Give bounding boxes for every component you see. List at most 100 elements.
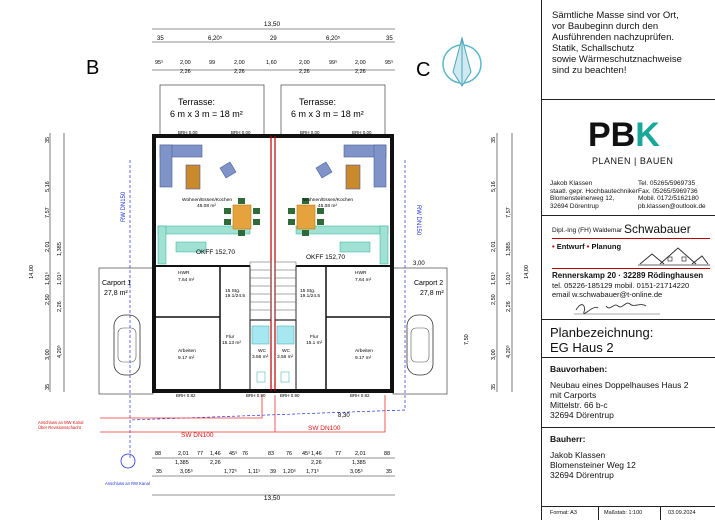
engineer-cell: Dipl.-Ing (FH) Waldemar Schwabauer • Ent… [542,216,715,320]
notice-text: Sämtliche Masse sind vor Ort, vor Baubeg… [552,10,682,76]
svg-text:35: 35 [386,469,392,475]
svg-text:Wohnen/Essen/Kochen: Wohnen/Essen/Kochen [182,197,232,203]
svg-text:1,71⁵: 1,71⁵ [306,468,319,475]
rw-right: RW DN150 [415,205,421,236]
company-cell: PBK PLANEN | BAUEN Jakob Klassen staatl.… [542,100,715,216]
svg-text:27,8 m²: 27,8 m² [104,290,128,297]
svg-text:1,61⁵: 1,61⁵ [490,272,497,285]
svg-text:6 m x 3 m = 18 m²: 6 m x 3 m = 18 m² [291,109,364,119]
client-label: Bauherr: [550,434,586,444]
svg-text:3,00: 3,00 [45,349,51,360]
svg-text:35: 35 [156,469,162,475]
svg-text:WC: WC [258,348,267,354]
okff-right: OKFF 152,70 [306,254,345,261]
svg-text:35: 35 [45,137,51,143]
okff-left: OKFF 152,70 [196,249,235,256]
company-logo: PBK [588,116,660,154]
svg-text:2,26: 2,26 [311,460,322,466]
bottom-dims2: 35 3,05⁵ 1,72⁵ 1,11⁵ 39 1,20⁵ 1,71⁵ 3,05… [156,468,392,475]
svg-text:95⁵: 95⁵ [155,59,163,66]
format: Format: A3 [550,510,577,516]
footer-row: Format: A3 Maßstab: 1:100 03.09.2024 [542,506,715,520]
svg-text:27,8 m²: 27,8 m² [420,290,444,297]
plan-label: Planbezeichnung: [550,325,654,340]
svg-text:2,00: 2,00 [299,60,310,66]
north-arrow-icon [442,36,482,87]
svg-text:1,385: 1,385 [57,242,63,256]
project-lines: Neubau eines Doppelhauses Haus 2 mit Car… [550,380,689,420]
engineer-rule [552,238,710,239]
svg-text:1,11⁵: 1,11⁵ [248,468,261,475]
company-left: Jakob Klassen staatl. gepr. Hochbautechn… [550,180,638,210]
svg-text:3.56 m²: 3.56 m² [277,354,294,360]
svg-text:2,26: 2,26 [506,301,512,312]
svg-text:1,385: 1,385 [175,460,189,466]
top-dimension-lines [49,28,513,496]
svg-text:7.64 m²: 7.64 m² [178,277,195,283]
svg-text:1,385: 1,385 [506,242,512,256]
svg-text:6 m x 3 m = 18 m²: 6 m x 3 m = 18 m² [170,109,243,119]
anschluss-mw-2: Über Revisionsschacht [38,425,82,430]
svg-text:Carport 2: Carport 2 [414,280,443,287]
svg-text:3,05⁵: 3,05⁵ [180,468,193,475]
svg-text:1,20⁵: 1,20⁵ [283,468,296,475]
room-labels: Wohnen/Essen/Kochen 45.08 m² Wohnen/Esse… [178,197,373,361]
svg-text:15 Stg.: 15 Stg. [300,288,315,294]
svg-text:35: 35 [386,36,393,42]
carport-right: Carport 2 27,8 m² [392,267,448,395]
kitchen-right [295,225,389,265]
svg-text:WC: WC [282,348,291,354]
company-logo-sub: PLANEN | BAUEN [592,156,674,166]
svg-text:2,01: 2,01 [178,451,189,457]
anschluss-rw: Anschluss an RW Kanal [105,481,150,486]
company-right: Tel. 05265/5969735 Fax. 05265/5969736 Mo… [638,180,706,210]
svg-text:2,00: 2,00 [180,60,191,66]
svg-text:35: 35 [45,384,51,390]
svg-text:35: 35 [491,384,497,390]
svg-text:88: 88 [384,451,390,457]
top-dims: 35 6,20⁵ 29 6,20⁵ 35 [157,35,393,42]
svg-text:95⁵: 95⁵ [385,59,393,66]
bottom-dims1: 88 2,01 77 1,46 45⁵ 76 83 76 45⁵ 1,46 77… [155,450,390,466]
svg-text:2,26: 2,26 [299,69,310,75]
svg-text:5,16: 5,16 [491,181,497,192]
svg-text:88: 88 [155,451,161,457]
project-cell: Bauvorhaben: Neubau eines Doppelhauses H… [542,358,715,428]
signature-icon [574,302,660,315]
svg-text:45⁵: 45⁵ [229,450,237,457]
svg-text:35: 35 [491,137,497,143]
svg-text:1,60: 1,60 [266,60,277,66]
svg-text:Terrasse:: Terrasse: [178,97,215,107]
svg-text:2,00: 2,00 [355,60,366,66]
engineer-rule-2 [552,268,710,269]
anschluss-mw: Anschluss an MW Kanal [38,420,83,425]
services: • Entwurf • Planung [552,242,622,251]
svg-text:2,26: 2,26 [180,69,191,75]
dim-300: 3,00 [413,261,425,267]
plan-cell: Planbezeichnung: EG Haus 2 [542,320,715,358]
client-lines: Jakob Klassen Blomensteiner Weg 12 32694… [550,450,636,480]
sw-dn100-a: SW DN100 [181,432,214,439]
svg-text:9.17 m²: 9.17 m² [178,355,195,361]
notice-cell: Sämtliche Masse sind vor Ort, vor Baubeg… [542,0,715,100]
dim-830: 8,30 [338,413,350,419]
brh-labels: BRH 0.00 BRH 0.00 BRH 0.00 BRH 0.00 BRH … [176,130,372,398]
svg-text:5,16: 5,16 [45,181,51,192]
svg-text:2,01: 2,01 [491,241,497,252]
svg-text:35: 35 [157,36,164,42]
carport-left: Carport 1 27,8 m² [98,267,154,395]
rw-left: RW DN150 [121,191,127,222]
svg-text:BRH 0.00: BRH 0.00 [352,130,372,135]
sofa-left [159,144,237,190]
svg-text:83: 83 [268,451,274,457]
label-b: B [86,57,99,79]
floor-plan: 13,50 13,50 35 6,20⁵ 29 6,20⁵ 35 95⁵ 2,0… [29,21,530,502]
svg-text:4,20⁵: 4,20⁵ [505,345,512,358]
engineer-prefix: Dipl.-Ing (FH) Waldemar [552,227,623,234]
svg-text:BRH 0.00: BRH 0.00 [300,130,320,135]
engineer-address: Rennerskamp 20 · 32289 Rödinghausen tel.… [552,271,704,299]
svg-text:14,00: 14,00 [29,265,35,279]
dining-right [288,198,324,236]
logo-k-letter: K [635,116,660,154]
svg-text:9.17 m²: 9.17 m² [355,355,372,361]
